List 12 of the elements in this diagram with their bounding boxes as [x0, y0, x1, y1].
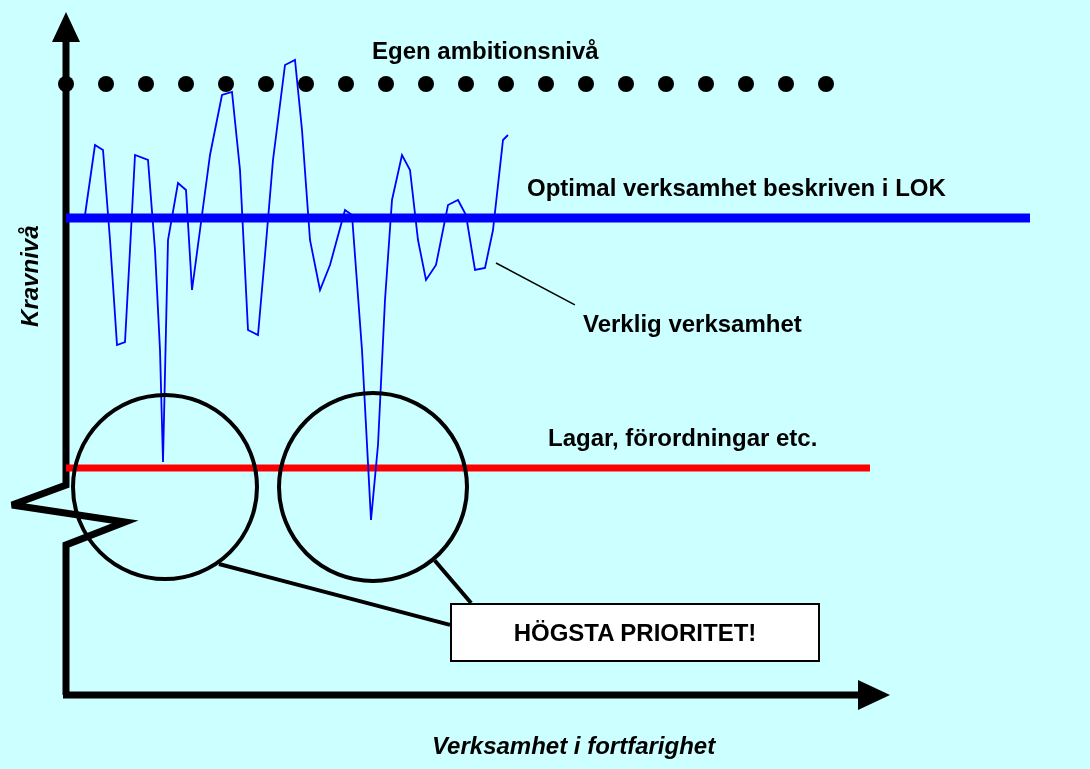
- connector-line: [218, 562, 451, 627]
- highlight-circle: [71, 393, 259, 581]
- connector-line: [433, 559, 473, 605]
- highlight-circle: [277, 391, 469, 583]
- line-label: Egen ambitionsnivå: [372, 38, 599, 65]
- line-label: Optimal verksamhet beskriven i LOK: [527, 175, 946, 202]
- curve-label: Verklig verksamhet: [583, 310, 802, 338]
- axis-title: Verksamhet i fortfarighet: [432, 733, 716, 760]
- leader-line: [495, 262, 576, 306]
- callout-box: HÖGSTA PRIORITET!: [450, 603, 820, 662]
- axis-title: Kravnivå: [16, 224, 44, 329]
- line-label: Lagar, förordningar etc.: [548, 425, 818, 452]
